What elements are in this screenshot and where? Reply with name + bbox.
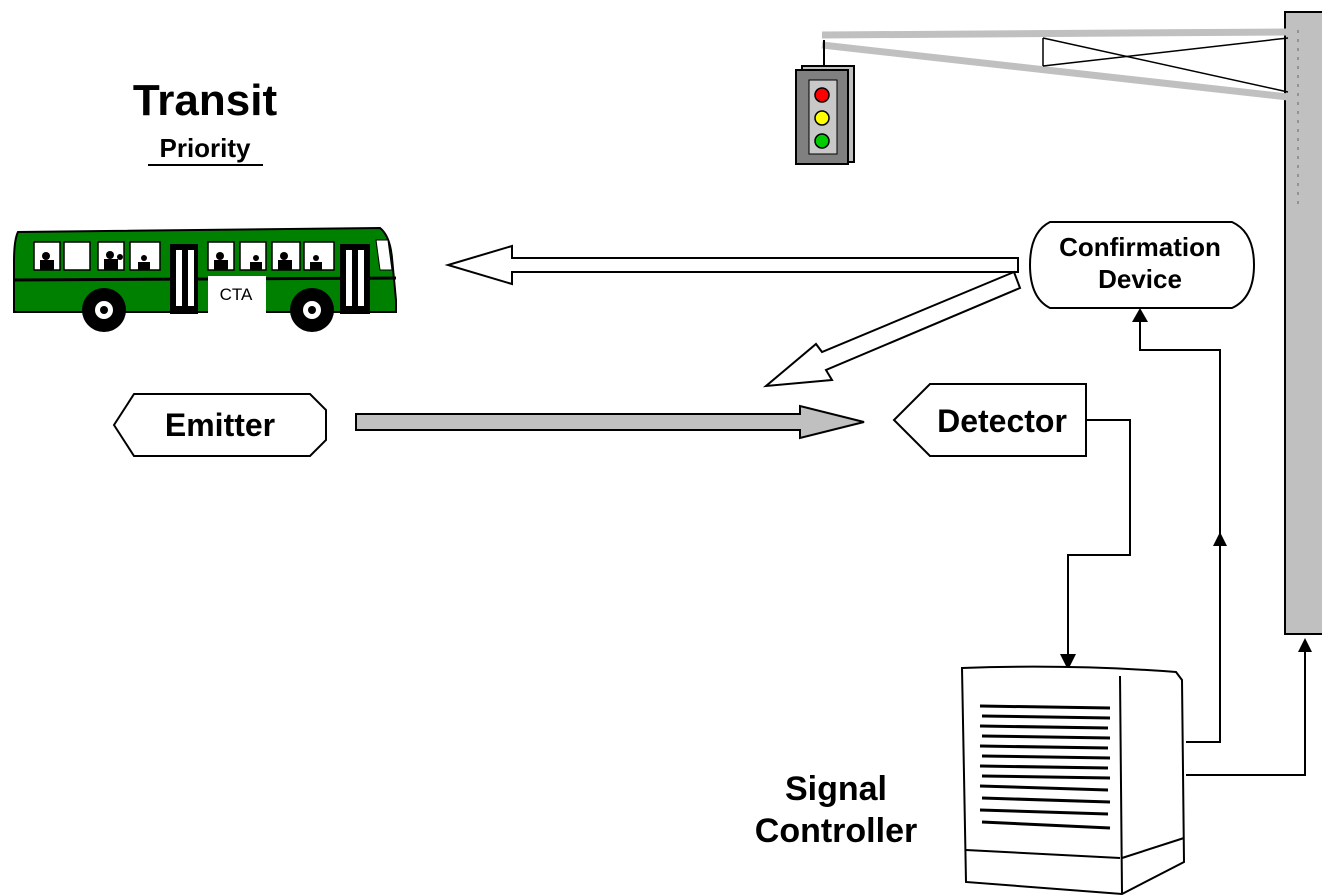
bus-sign-box [208, 276, 266, 314]
confirmation-device: Confirmation Device [1028, 221, 1256, 309]
red-light-icon [814, 87, 830, 103]
confirmation-to-detector-arrow [762, 270, 1022, 388]
cabinet-vents [979, 704, 1111, 830]
traffic-light [795, 65, 855, 165]
signal-pole [1284, 11, 1322, 635]
controller-line1: Signal [785, 770, 887, 808]
green-light-icon [814, 133, 830, 149]
emitter-signal-arrow [355, 404, 865, 440]
bus-illustration: CTA [13, 226, 397, 332]
controller-line2: Controller [755, 812, 917, 850]
detector-to-controller-wire [1067, 419, 1131, 662]
mast-arm-brace [821, 41, 1289, 101]
signal-controller-cabinet [960, 665, 1186, 896]
emitter: Emitter [112, 393, 327, 457]
controller-to-confirmation-wire [1139, 312, 1221, 743]
confirmation-to-bus-arrow [444, 244, 1019, 286]
wiring [1067, 312, 1306, 776]
bus-passengers [40, 251, 322, 270]
bus-sign-text: CTA [220, 285, 253, 304]
confirmation-line1: Confirmation [1059, 232, 1221, 262]
detector: Detector [892, 383, 1087, 457]
title-text: Transit [133, 76, 278, 125]
emitter-label: Emitter [165, 407, 275, 443]
subtitle-text: Priority [159, 133, 251, 163]
confirmation-line2: Device [1098, 264, 1182, 294]
mast-arm-top [821, 28, 1289, 39]
wire-arrowheads [1060, 308, 1312, 670]
signal-mast [821, 11, 1322, 635]
yellow-light-icon [814, 110, 830, 126]
detector-label: Detector [937, 403, 1067, 439]
controller-to-pole-wire [1186, 640, 1306, 776]
